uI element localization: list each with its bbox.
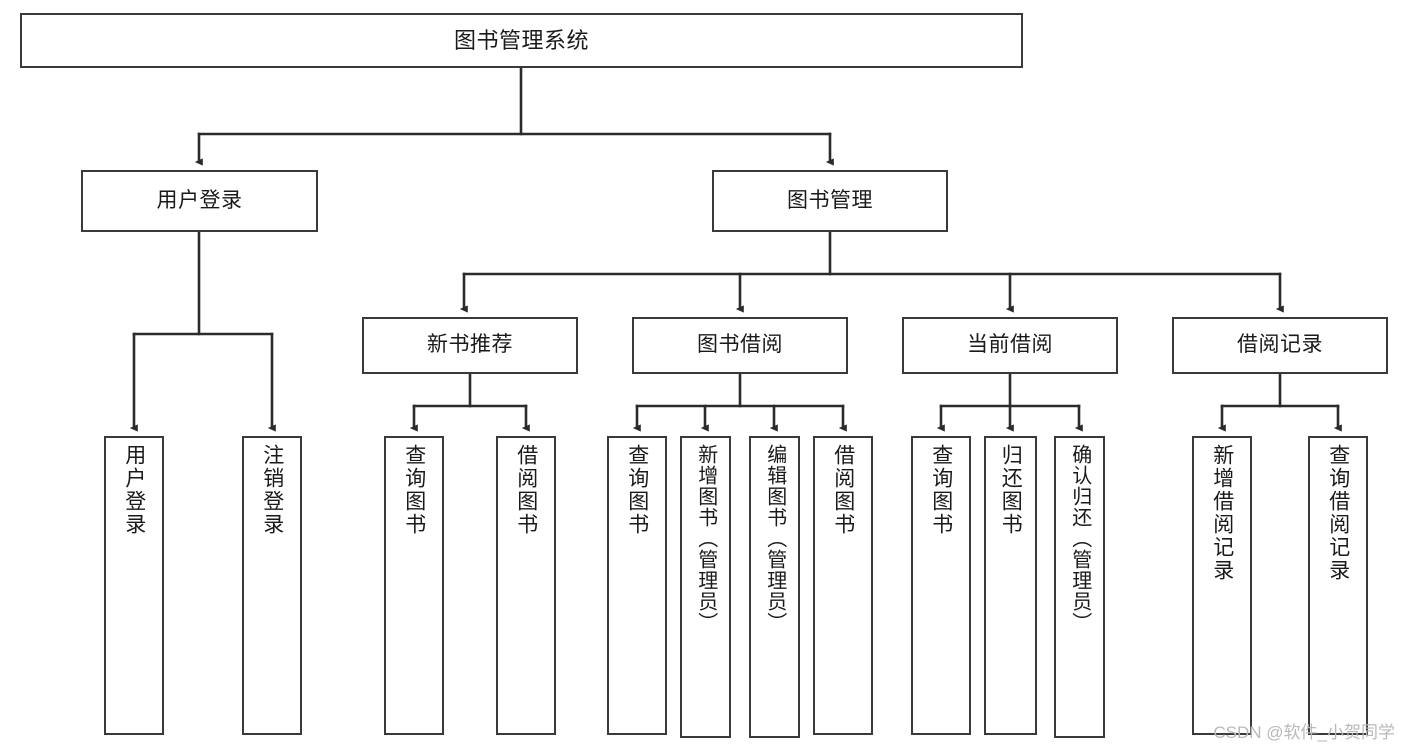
leaf-query-borrow-record[interactable]: 查询借阅记录 <box>1308 436 1368 735</box>
node-label: 新增图书（管理员） <box>694 444 717 633</box>
node-label: 查询借阅记录 <box>1326 444 1350 582</box>
node-borrow-record[interactable]: 借阅记录 <box>1172 317 1388 374</box>
leaf-user-login[interactable]: 用户登录 <box>104 436 164 735</box>
node-label: 新书推荐 <box>427 333 513 357</box>
leaf-borrow-book-recommend[interactable]: 借阅图书 <box>496 436 556 735</box>
leaf-query-book-borrow[interactable]: 查询图书 <box>607 436 667 735</box>
node-label: 当前借阅 <box>967 333 1053 357</box>
node-label: 借阅图书 <box>831 444 855 536</box>
leaf-add-borrow-record[interactable]: 新增借阅记录 <box>1192 436 1252 735</box>
node-user-login[interactable]: 用户登录 <box>81 170 318 232</box>
leaf-borrow-book[interactable]: 借阅图书 <box>813 436 873 735</box>
node-label: 借阅记录 <box>1237 333 1323 357</box>
node-label: 图书管理 <box>787 188 873 212</box>
node-label: 编辑图书（管理员） <box>763 444 786 633</box>
leaf-query-book-recommend[interactable]: 查询图书 <box>384 436 444 735</box>
node-label: 图书管理系统 <box>453 27 589 53</box>
node-new-book-recommend[interactable]: 新书推荐 <box>362 317 578 374</box>
csdn-watermark: CSDN @软件_小贺同学 <box>1213 723 1395 742</box>
node-label: 注销登录 <box>260 444 284 536</box>
leaf-add-book-admin[interactable]: 新增图书（管理员） <box>680 436 731 738</box>
node-label: 确认归还（管理员） <box>1068 444 1091 633</box>
node-label: 查询图书 <box>929 444 953 536</box>
node-book-borrow[interactable]: 图书借阅 <box>632 317 848 374</box>
leaf-query-book-current[interactable]: 查询图书 <box>911 436 971 735</box>
node-label: 查询图书 <box>625 444 649 536</box>
node-label: 新增借阅记录 <box>1210 444 1234 582</box>
node-book-management[interactable]: 图书管理 <box>712 170 948 232</box>
leaf-logout[interactable]: 注销登录 <box>242 436 302 735</box>
node-root-system[interactable]: 图书管理系统 <box>20 13 1023 68</box>
node-label: 归还图书 <box>999 444 1023 536</box>
leaf-edit-book-admin[interactable]: 编辑图书（管理员） <box>749 436 800 738</box>
node-label: 用户登录 <box>156 188 243 212</box>
leaf-return-book[interactable]: 归还图书 <box>984 436 1037 735</box>
node-label: 借阅图书 <box>514 444 538 536</box>
node-current-borrow[interactable]: 当前借阅 <box>902 317 1118 374</box>
node-label: 图书借阅 <box>697 333 783 357</box>
leaf-confirm-return-admin[interactable]: 确认归还（管理员） <box>1054 436 1105 738</box>
node-label: 查询图书 <box>402 444 426 536</box>
node-label: 用户登录 <box>122 444 146 536</box>
